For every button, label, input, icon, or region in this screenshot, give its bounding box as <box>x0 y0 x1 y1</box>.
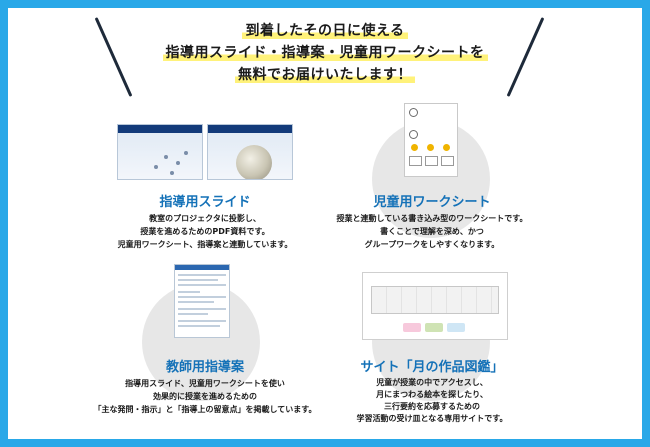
card-desc-line: 効果的に授業を進めるための <box>153 392 257 401</box>
card-desc-line: 三行要約を応募するための <box>384 402 480 411</box>
card-desc-line: 児童用ワークシート、指導案と連動しています。 <box>117 240 293 249</box>
worksheet-thumbnail <box>404 103 458 177</box>
card-title: 教師用指導案 <box>165 360 244 375</box>
card-desc-line: 児童が授業の中でアクセスし、 <box>376 378 488 387</box>
card-desc-line: 授業と連動している書き込み型のワークシートです。 <box>336 214 528 223</box>
card-desc-line: 教室のプロジェクタに投影し、 <box>149 214 261 223</box>
moon-image <box>236 145 272 179</box>
card-desc-line: 授業を進めるためのPDF資料です。 <box>140 227 270 236</box>
card-desc-line: 書くことで理解を深め、かつ <box>380 227 484 236</box>
headline-line-2: 指導用スライド・指導案・児童用ワークシートを <box>0 42 650 62</box>
card-desc-line: 指導用スライド、児童用ワークシートを使い <box>125 379 285 388</box>
guide-thumbnail <box>174 264 230 338</box>
card-title: 児童用ワークシート <box>373 195 491 210</box>
headline-line-1: 到着したその日に使える <box>0 20 650 40</box>
card-desc-line: グループワークをしやすくなります。 <box>364 240 500 249</box>
card-title: サイト「月の作品図鑑」 <box>360 360 504 375</box>
site-thumbnail <box>362 272 508 340</box>
slide-thumbnail-1 <box>117 124 203 180</box>
card-desc-line: 「主な発問・指示」と「指導上の留意点」を掲載しています。 <box>93 405 317 414</box>
card-desc-line: 学習活動の受け皿となる専用サイトです。 <box>356 414 508 423</box>
card-desc-line: 月にまつわる絵本を探したり、 <box>376 390 488 399</box>
slide-thumbnail-2 <box>207 124 293 180</box>
card-title: 指導用スライド <box>159 195 251 210</box>
headline-line-3: 無料でお届けいたします！ <box>0 64 650 84</box>
